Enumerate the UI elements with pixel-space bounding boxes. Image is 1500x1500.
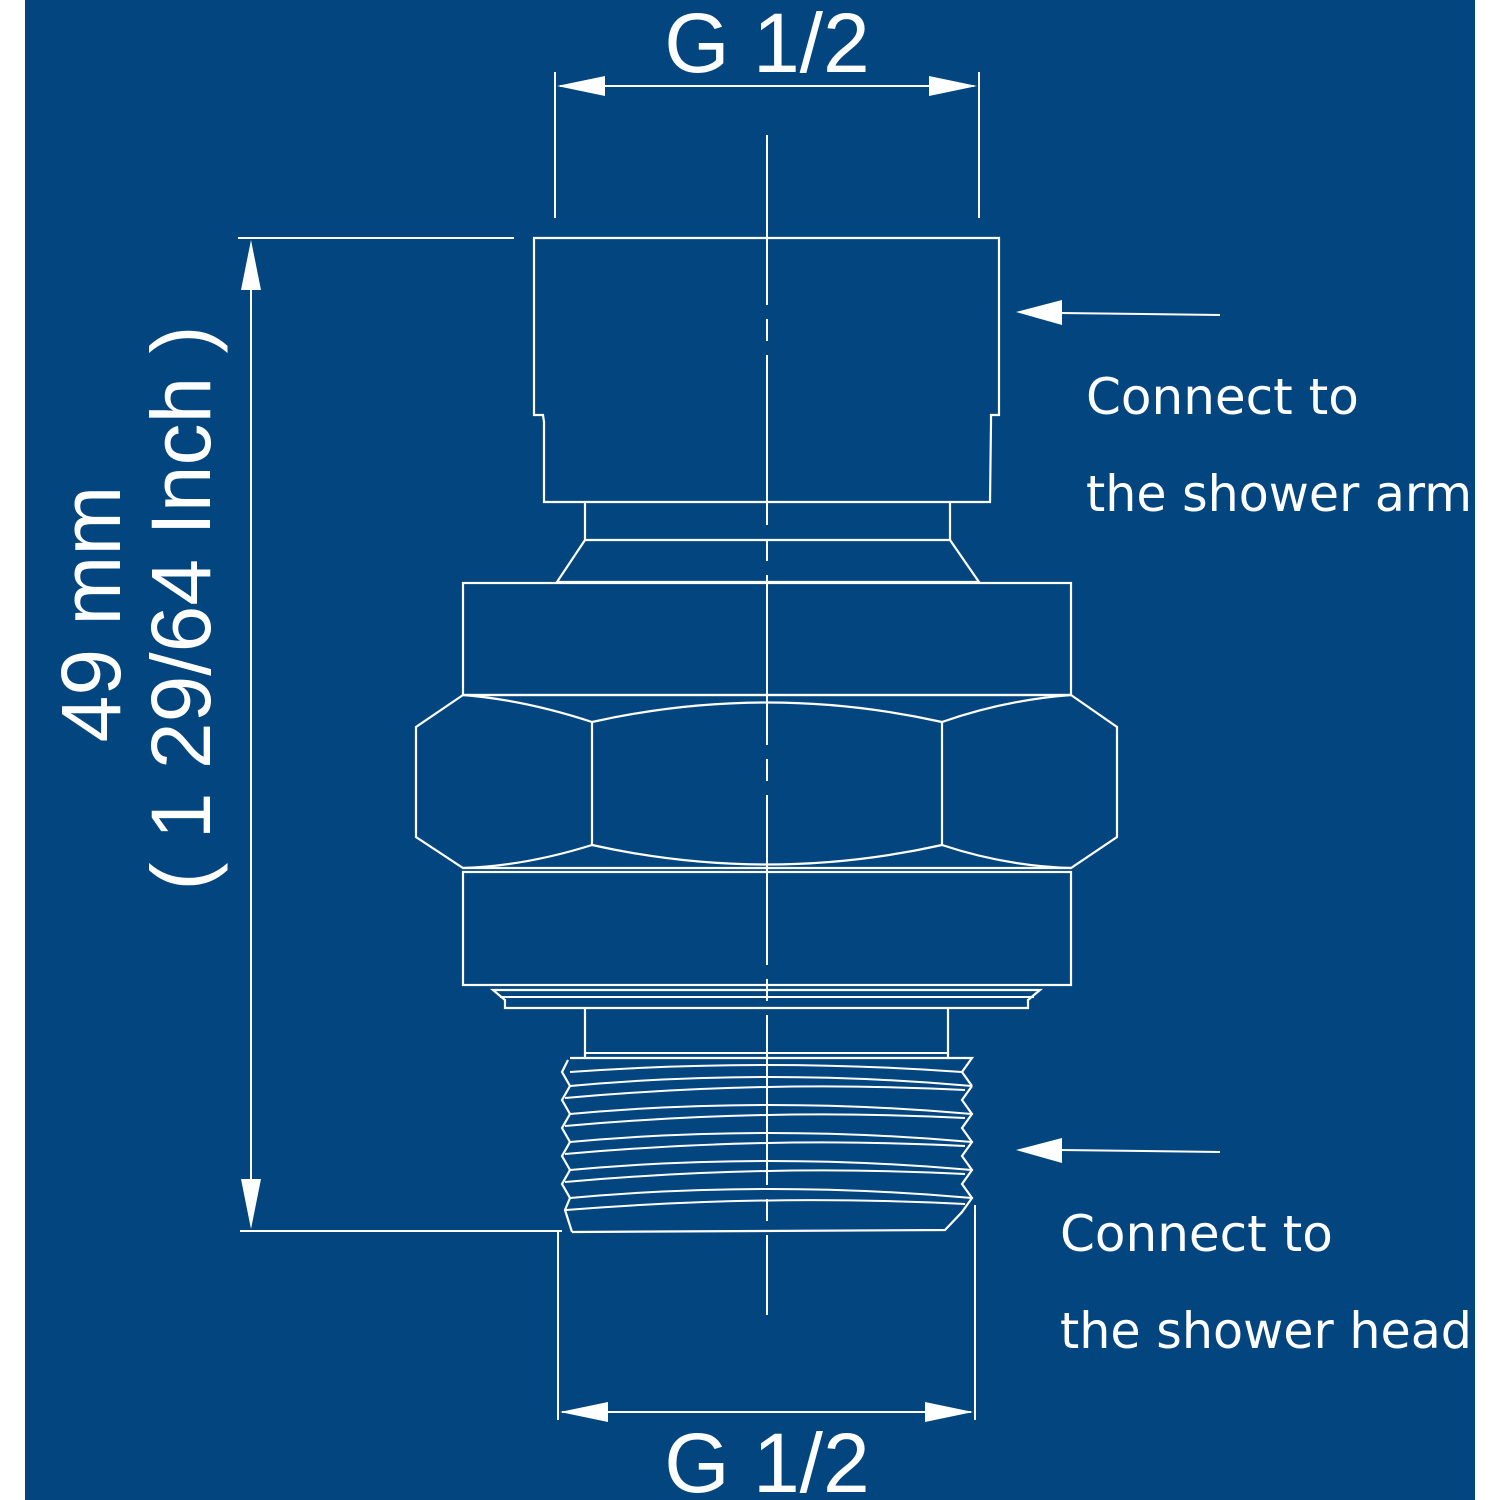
shower-head-line2: the shower head: [1060, 1302, 1472, 1360]
top-thread-dimension: G 1/2: [554, 0, 980, 218]
shower-head-line1: Connect to: [1060, 1205, 1333, 1263]
diagram-background: [25, 0, 1475, 1500]
height-metric-label: 49 mm: [44, 486, 138, 743]
bottom-thread-label: G 1/2: [664, 1416, 869, 1500]
height-imperial-label: ( 1 29/64 Inch ): [134, 326, 228, 891]
adapter-body: [414, 236, 1119, 1234]
arrow-left-icon: [1016, 1138, 1221, 1163]
callout-shower-arm: Connect to the shower arm: [1016, 300, 1472, 523]
callout-shower-head: Connect to the shower head: [1016, 1138, 1472, 1360]
shower-arm-line2: the shower arm: [1086, 465, 1472, 523]
top-thread-label: G 1/2: [664, 0, 869, 90]
arrow-left-icon: [1016, 300, 1221, 325]
bottom-thread-dimension: G 1/2: [557, 1205, 976, 1500]
height-dimension: 49 mm ( 1 29/64 Inch ): [44, 237, 562, 1232]
shower-arm-line1: Connect to: [1086, 368, 1359, 426]
